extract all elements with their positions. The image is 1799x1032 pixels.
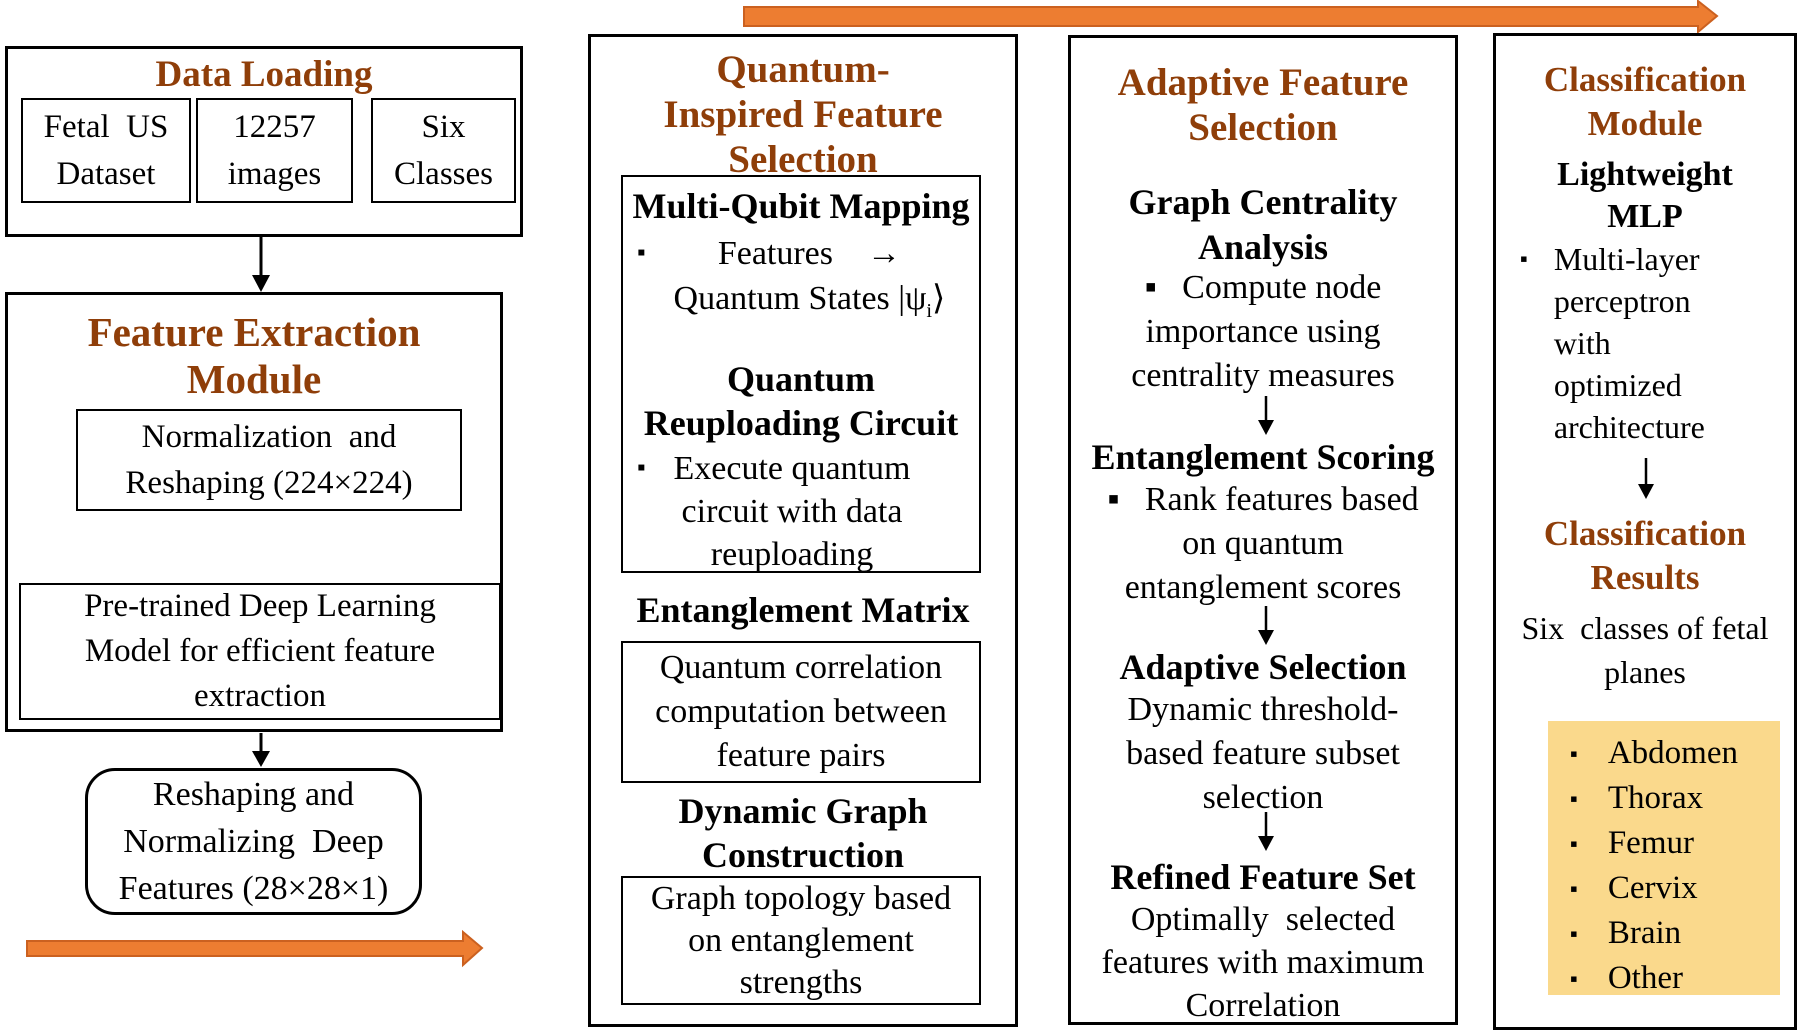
mapping-bullet-line1: Features → [717, 235, 901, 272]
square-bullet-icon: ▪ [1570, 740, 1578, 766]
adaptive-selection-heading: Adaptive Selection [1119, 647, 1407, 687]
graph-centrality-heading: Graph Centrality Analysis [1128, 182, 1398, 267]
class-label: Femur [1607, 825, 1694, 861]
refined-feature-set-desc: Optimally selected features with maximum… [1101, 901, 1425, 1024]
multi-qubit-mapping-heading: Multi-Qubit Mapping [632, 186, 970, 226]
list-item: ▪ Femur [1548, 821, 1780, 866]
data-loading-box: Data Loading Fetal US Dataset 12257 imag… [5, 46, 523, 237]
feature-extraction-title: Feature Extraction Module [87, 309, 421, 402]
entanglement-matrix-box: Quantum correlation computation between … [621, 641, 981, 783]
square-bullet-icon: ▪ [1570, 965, 1578, 991]
square-bullet-icon: ▪ [1570, 920, 1578, 946]
fetal-classes-list: ▪ Abdomen ▪ Thorax ▪ Femur ▪ Cervix ▪ Br… [1548, 721, 1780, 996]
list-item: ▪ Brain [1548, 911, 1780, 956]
quantum-selection-title: Quantum- Inspired Feature Selection [663, 48, 943, 181]
square-bullet-icon: ▪ [1570, 785, 1578, 811]
classification-module-title: Classification Module [1543, 60, 1747, 143]
adaptive-selection-desc: Dynamic threshold- based feature subset … [1126, 691, 1400, 816]
centrality-bullet-text: ▪ Compute node importance using centrali… [1131, 269, 1395, 394]
six-classes-box: Six Classes [371, 98, 516, 203]
down-arrow-icon [252, 733, 270, 767]
down-arrow-icon [1258, 396, 1274, 435]
data-loading-title: Data Loading [155, 54, 373, 95]
psi-subscript: i [926, 299, 933, 322]
normalization-box: Normalization and Reshaping (224×224) [76, 409, 462, 511]
scoring-bullet-text: ▪ Rank features based on quantum entangl… [1107, 481, 1419, 606]
class-label: Brain [1607, 915, 1682, 951]
down-arrow-icon [1638, 458, 1654, 499]
refined-feature-set-heading: Refined Feature Set [1110, 857, 1416, 897]
flow-arrow-bottom-icon [26, 929, 484, 968]
classification-results-desc: Six classes of fetal planes [1521, 610, 1769, 690]
class-label: Cervix [1607, 870, 1698, 906]
image-count-box: 12257 images [196, 98, 353, 203]
quantum-selection-box: Quantum- Inspired Feature Selection Mult… [588, 34, 1018, 1027]
entanglement-scoring-heading: Entanglement Scoring [1091, 437, 1435, 477]
mlp-bullet: ▪ Multi-layer perceptron with optimized … [1520, 238, 1782, 448]
feature-extraction-box: Feature Extraction Module Normalization … [5, 292, 503, 732]
adaptive-selection-title: Adaptive Feature Selection [1117, 61, 1409, 149]
reshaping-deep-features-box: Reshaping and Normalizing Deep Features … [85, 768, 422, 915]
square-bullet-icon: ▪ [637, 455, 646, 481]
flow-arrow-top-icon [743, 0, 1719, 35]
down-arrow-icon [1258, 606, 1274, 645]
square-bullet-icon: ▪ [637, 240, 646, 266]
pretrained-model-box: Pre-trained Deep Learning Model for effi… [19, 583, 501, 720]
entanglement-matrix-heading: Entanglement Matrix [636, 590, 970, 630]
mapping-bullet: ▪ Features → Quantum States |ψi⟩ [637, 231, 973, 334]
fetal-us-dataset-box: Fetal US Dataset [21, 98, 191, 203]
list-item: ▪ Other [1548, 956, 1780, 1001]
graph-topology-box: Graph topology based on entanglement str… [621, 876, 981, 1005]
down-arrow-icon [252, 237, 270, 292]
class-label: Other [1607, 960, 1683, 996]
list-item: ▪ Cervix [1548, 866, 1780, 911]
class-label: Thorax [1607, 780, 1704, 816]
classification-box: Classification Module Lightweight MLP ▪ … [1493, 33, 1797, 1030]
mlp-bullet-text: Multi-layer perceptron with optimized ar… [1553, 241, 1705, 445]
square-bullet-icon: ▪ [1570, 830, 1578, 856]
reuploading-bullet-text: Execute quantum circuit with data reuplo… [673, 450, 911, 573]
classification-results-heading: Classification Results [1543, 514, 1747, 597]
dynamic-graph-heading: Dynamic Graph Construction [678, 791, 928, 875]
adaptive-selection-box: Adaptive Feature Selection Graph Central… [1068, 35, 1458, 1025]
lightweight-mlp-heading: Lightweight MLP [1557, 156, 1733, 235]
reuploading-bullet: ▪ Execute quantum circuit with data reup… [637, 447, 973, 576]
psi-suffix: ⟩ [932, 280, 946, 317]
qubit-mapping-box: Multi-Qubit Mapping ▪ Features → Quantum… [621, 175, 981, 573]
reuploading-circuit-heading: Quantum Reuploading Circuit [643, 359, 959, 443]
square-bullet-icon: ▪ [1520, 246, 1528, 271]
psi-prefix: Quantum States |ψ [673, 280, 927, 317]
mapping-bullet-text: Features → Quantum States |ψi⟩ [674, 231, 946, 334]
quantum-state-notation: Quantum States |ψi⟩ [674, 276, 946, 334]
down-arrow-icon [1258, 812, 1274, 851]
list-item: ▪ Abdomen [1548, 731, 1780, 776]
class-label: Abdomen [1607, 735, 1738, 771]
list-item: ▪ Thorax [1548, 776, 1780, 821]
square-bullet-icon: ▪ [1570, 875, 1578, 901]
